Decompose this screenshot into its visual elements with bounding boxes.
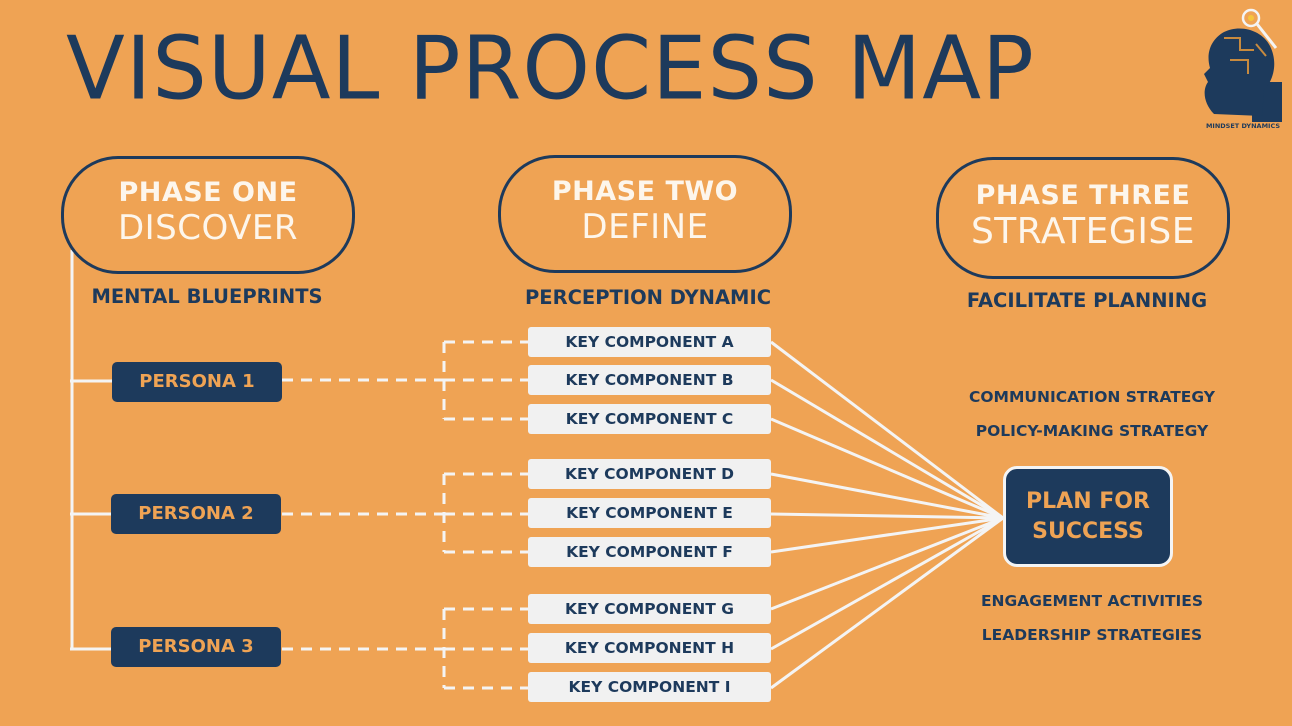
phase-name: DEFINE [581, 207, 709, 247]
phase-one-box: PHASE ONE DISCOVER [61, 156, 355, 274]
phase-three-subtitle: FACILITATE PLANNING [966, 289, 1208, 312]
fan-line [770, 512, 1004, 520]
strategy-label: COMMUNICATION STRATEGY [968, 388, 1216, 406]
phase-two-subtitle: PERCEPTION DYNAMIC [524, 286, 772, 309]
phase-one-subtitle: MENTAL BLUEPRINTS [91, 285, 323, 308]
phase-number: PHASE TWO [551, 176, 739, 207]
persona-1: PERSONA 1 [112, 362, 282, 402]
logo-text: MINDSET DYNAMICS [1205, 122, 1281, 130]
key-component-a: KEY COMPONENT A [528, 327, 771, 357]
persona-3: PERSONA 3 [111, 627, 281, 667]
fan-line [770, 340, 1004, 520]
strategy-label: ENGAGEMENT ACTIVITIES [980, 592, 1204, 610]
strategy-label: POLICY-MAKING STRATEGY [975, 422, 1209, 440]
fan-line [770, 378, 1004, 520]
fan-line [770, 417, 1004, 520]
mindset-dynamics-logo [1204, 8, 1282, 122]
fan-line [770, 516, 1004, 554]
key-component-i: KEY COMPONENT I [528, 672, 771, 702]
phase-number: PHASE ONE [118, 177, 298, 208]
persona-2: PERSONA 2 [111, 494, 281, 534]
page-title: VISUAL PROCESS MAP [66, 18, 1035, 120]
key-component-e: KEY COMPONENT E [528, 498, 771, 528]
key-component-c: KEY COMPONENT C [528, 404, 771, 434]
key-component-d: KEY COMPONENT D [528, 459, 771, 489]
key-component-g: KEY COMPONENT G [528, 594, 771, 624]
phase-three-box: PHASE THREE STRATEGISE [936, 157, 1230, 279]
plan-for-success-box: PLAN FOR SUCCESS [1003, 466, 1173, 567]
fan-line [770, 516, 1004, 651]
fan-line [770, 472, 1004, 520]
phase-name: STRATEGISE [970, 211, 1196, 252]
phase-number: PHASE THREE [975, 180, 1191, 211]
key-component-h: KEY COMPONENT H [528, 633, 771, 663]
phase-two-box: PHASE TWO DEFINE [498, 155, 792, 273]
plan-label: PLAN FOR SUCCESS [1026, 488, 1150, 544]
fan-line [770, 516, 1004, 690]
key-component-b: KEY COMPONENT B [528, 365, 771, 395]
key-component-f: KEY COMPONENT F [528, 537, 771, 567]
phase-name: DISCOVER [117, 208, 299, 248]
strategy-label: LEADERSHIP STRATEGIES [981, 626, 1203, 644]
fan-line [770, 516, 1004, 611]
